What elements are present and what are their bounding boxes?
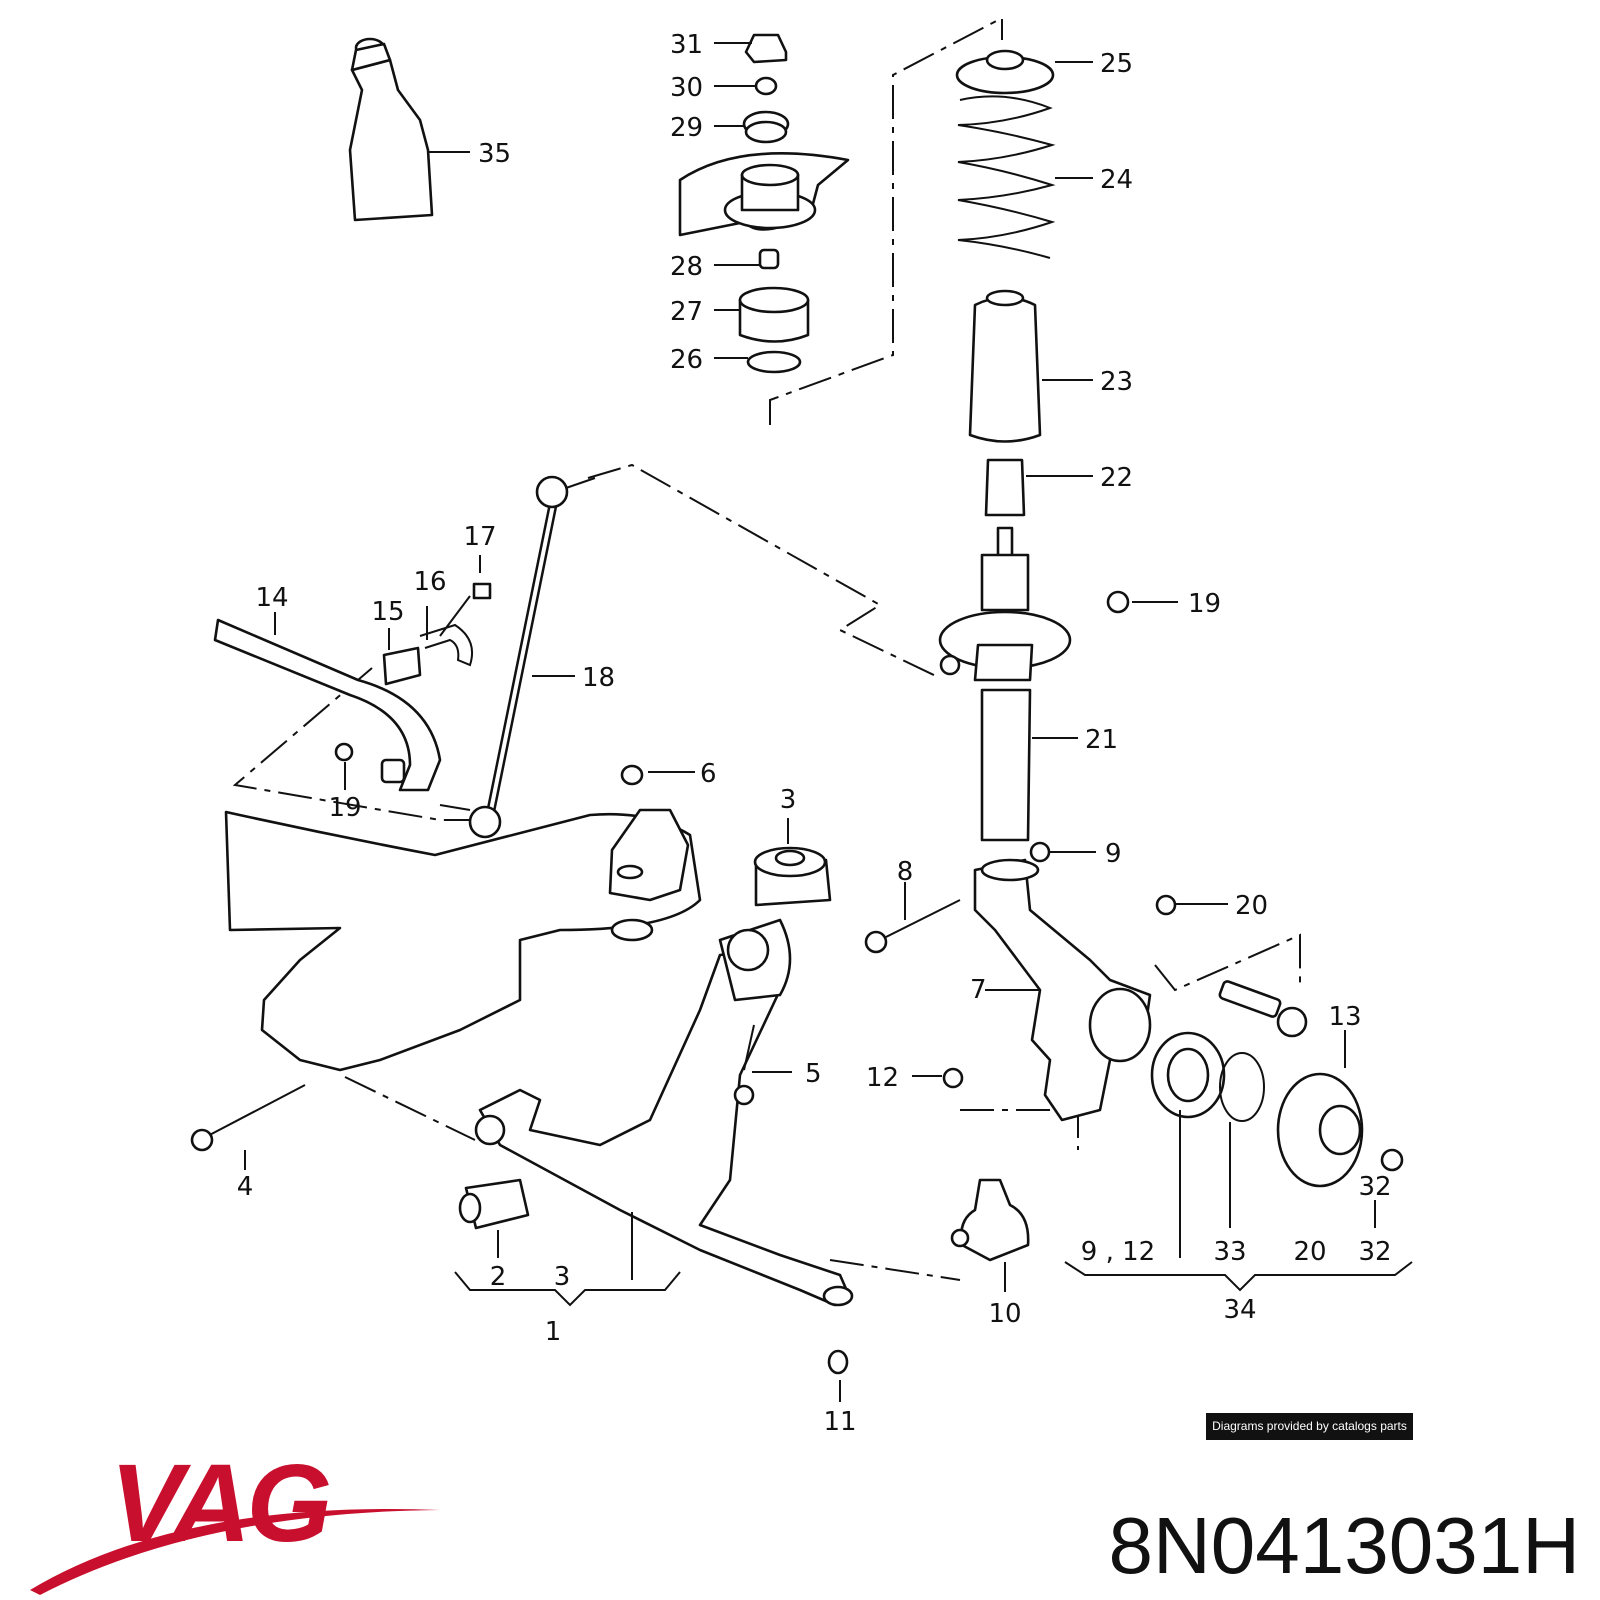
callout-16: 16 (413, 567, 446, 597)
callout-19: 19 (1188, 589, 1221, 619)
callout-34: 34 (1223, 1295, 1256, 1325)
strut-top-mount-parts (678, 33, 850, 374)
strut-assembly (938, 49, 1130, 842)
vag-logo-swoosh (30, 1509, 440, 1595)
vag-logo: VAG (110, 1442, 332, 1565)
callout-20: 20 (1235, 891, 1268, 921)
callout-19: 19 (328, 793, 361, 823)
callout-32: 32 (1358, 1237, 1391, 1267)
leader-lines (244, 42, 1413, 1402)
callout-labels: 1 2 3 3 4 5 6 7 8 9 10 11 12 13 14 15 16… (237, 30, 1392, 1437)
wheel-bearing-housing-and-hub (864, 841, 1404, 1262)
callout-20: 20 (1293, 1237, 1326, 1267)
callout-31: 31 (670, 30, 703, 60)
callout-5: 5 (805, 1059, 822, 1089)
callout-29: 29 (670, 113, 703, 143)
callout-6: 6 (700, 759, 717, 789)
callout-8: 8 (897, 857, 914, 887)
callout-10: 10 (988, 1299, 1021, 1329)
callout-23: 23 (1100, 367, 1133, 397)
diagram-credit-badge: Diagrams provided by catalogs parts (1206, 1413, 1413, 1440)
callout-11: 11 (823, 1407, 856, 1437)
callout-3: 3 (780, 785, 797, 815)
callout-2: 2 (490, 1262, 507, 1292)
callout-7: 7 (970, 975, 987, 1005)
callout-25: 25 (1100, 49, 1133, 79)
callout-32: 32 (1358, 1172, 1391, 1202)
callout-33: 33 (1213, 1237, 1246, 1267)
callout-26: 26 (670, 345, 703, 375)
callout-4: 4 (237, 1172, 254, 1202)
callout-18: 18 (582, 663, 615, 693)
part-number: 8N0413031H (1108, 1501, 1580, 1590)
callout-28: 28 (670, 252, 703, 282)
callout-30: 30 (670, 73, 703, 103)
callout-1: 1 (545, 1317, 562, 1347)
subframe-and-control-arm (190, 764, 854, 1375)
callout-27: 27 (670, 297, 703, 327)
callout-9: 9 (1105, 839, 1122, 869)
callout-9-12: 9 , 12 (1081, 1237, 1155, 1267)
callout-21: 21 (1085, 725, 1118, 755)
callout-14: 14 (255, 583, 288, 613)
callout-13: 13 (1328, 1002, 1361, 1032)
callout-22: 22 (1100, 463, 1133, 493)
callout-17: 17 (463, 522, 496, 552)
callout-12: 12 (866, 1063, 899, 1093)
stabilizer-parts (213, 475, 596, 839)
callout-3: 3 (554, 1262, 571, 1292)
callout-35: 35 (478, 139, 511, 169)
grease-tube (348, 37, 434, 222)
callout-24: 24 (1100, 165, 1133, 195)
callout-15: 15 (371, 597, 404, 627)
